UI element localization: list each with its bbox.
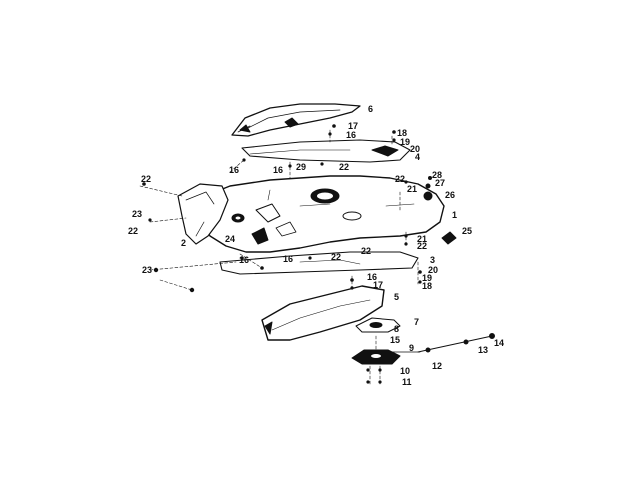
callout-16f: 16 xyxy=(367,272,378,282)
callout-26: 26 xyxy=(445,190,456,200)
callout-3: 3 xyxy=(430,255,436,265)
callout-22d: 22 xyxy=(128,226,139,236)
callout-15: 15 xyxy=(390,335,401,345)
callout-20b: 20 xyxy=(428,265,439,275)
part-4-upper-bracket xyxy=(241,139,411,163)
callout-22g: 22 xyxy=(331,252,342,262)
callout-19b: 19 xyxy=(422,273,433,283)
callout-18a: 18 xyxy=(397,128,408,138)
callout-10: 10 xyxy=(400,366,411,376)
part-5-lower-fairing xyxy=(261,285,385,341)
callout-16d: 16 xyxy=(239,255,250,265)
callout-19a: 19 xyxy=(400,137,411,147)
callout-8: 8 xyxy=(394,324,400,334)
callout-11: 11 xyxy=(402,377,412,387)
callout-21a: 21 xyxy=(407,184,418,194)
callout-27: 27 xyxy=(435,178,446,188)
callout-28: 28 xyxy=(432,170,443,180)
callout-22a: 22 xyxy=(339,162,350,172)
part-24-grommet xyxy=(231,213,245,223)
callout-9: 9 xyxy=(409,343,415,353)
callout-24: 24 xyxy=(225,234,236,244)
part-3-lower-rail xyxy=(219,251,419,275)
callout-22f: 22 xyxy=(361,246,372,256)
callout-7: 7 xyxy=(414,317,420,327)
part-12-13-14-bolt xyxy=(417,333,495,353)
part-2-left-side-panel xyxy=(177,183,229,245)
callout-21b: 21 xyxy=(417,234,428,244)
callout-12: 12 xyxy=(432,361,443,371)
part-1-main-cover xyxy=(194,175,445,253)
callout-18b: 18 xyxy=(422,281,433,291)
part-6-top-cowl xyxy=(231,103,361,137)
callout-1: 1 xyxy=(452,210,458,220)
callout-16a: 16 xyxy=(346,130,357,140)
callout-2: 2 xyxy=(181,238,187,248)
callout-16b: 16 xyxy=(229,165,240,175)
callout-22c: 22 xyxy=(395,174,406,184)
callout-17b: 17 xyxy=(373,280,384,290)
callout-16c: 16 xyxy=(273,165,284,175)
part-26-cap xyxy=(423,176,433,201)
callout-5: 5 xyxy=(394,292,400,302)
callout-23a: 23 xyxy=(132,209,143,219)
callout-13: 13 xyxy=(478,345,489,355)
callout-17a: 17 xyxy=(348,121,359,131)
callout-25: 25 xyxy=(462,226,473,236)
fasteners xyxy=(142,124,422,384)
callout-22e: 22 xyxy=(417,241,428,251)
part-7-8-bracket xyxy=(355,317,401,333)
callout-4: 4 xyxy=(415,152,421,162)
callout-6: 6 xyxy=(368,104,374,114)
callout-29: 29 xyxy=(296,162,307,172)
part-9-lower-mount xyxy=(351,349,421,365)
part-25-clip xyxy=(441,231,457,245)
callout-14: 14 xyxy=(494,338,505,348)
callout-23b: 23 xyxy=(142,265,153,275)
callout-22b: 22 xyxy=(141,174,152,184)
callout-20a: 20 xyxy=(410,144,421,154)
callout-16e: 16 xyxy=(283,254,294,264)
